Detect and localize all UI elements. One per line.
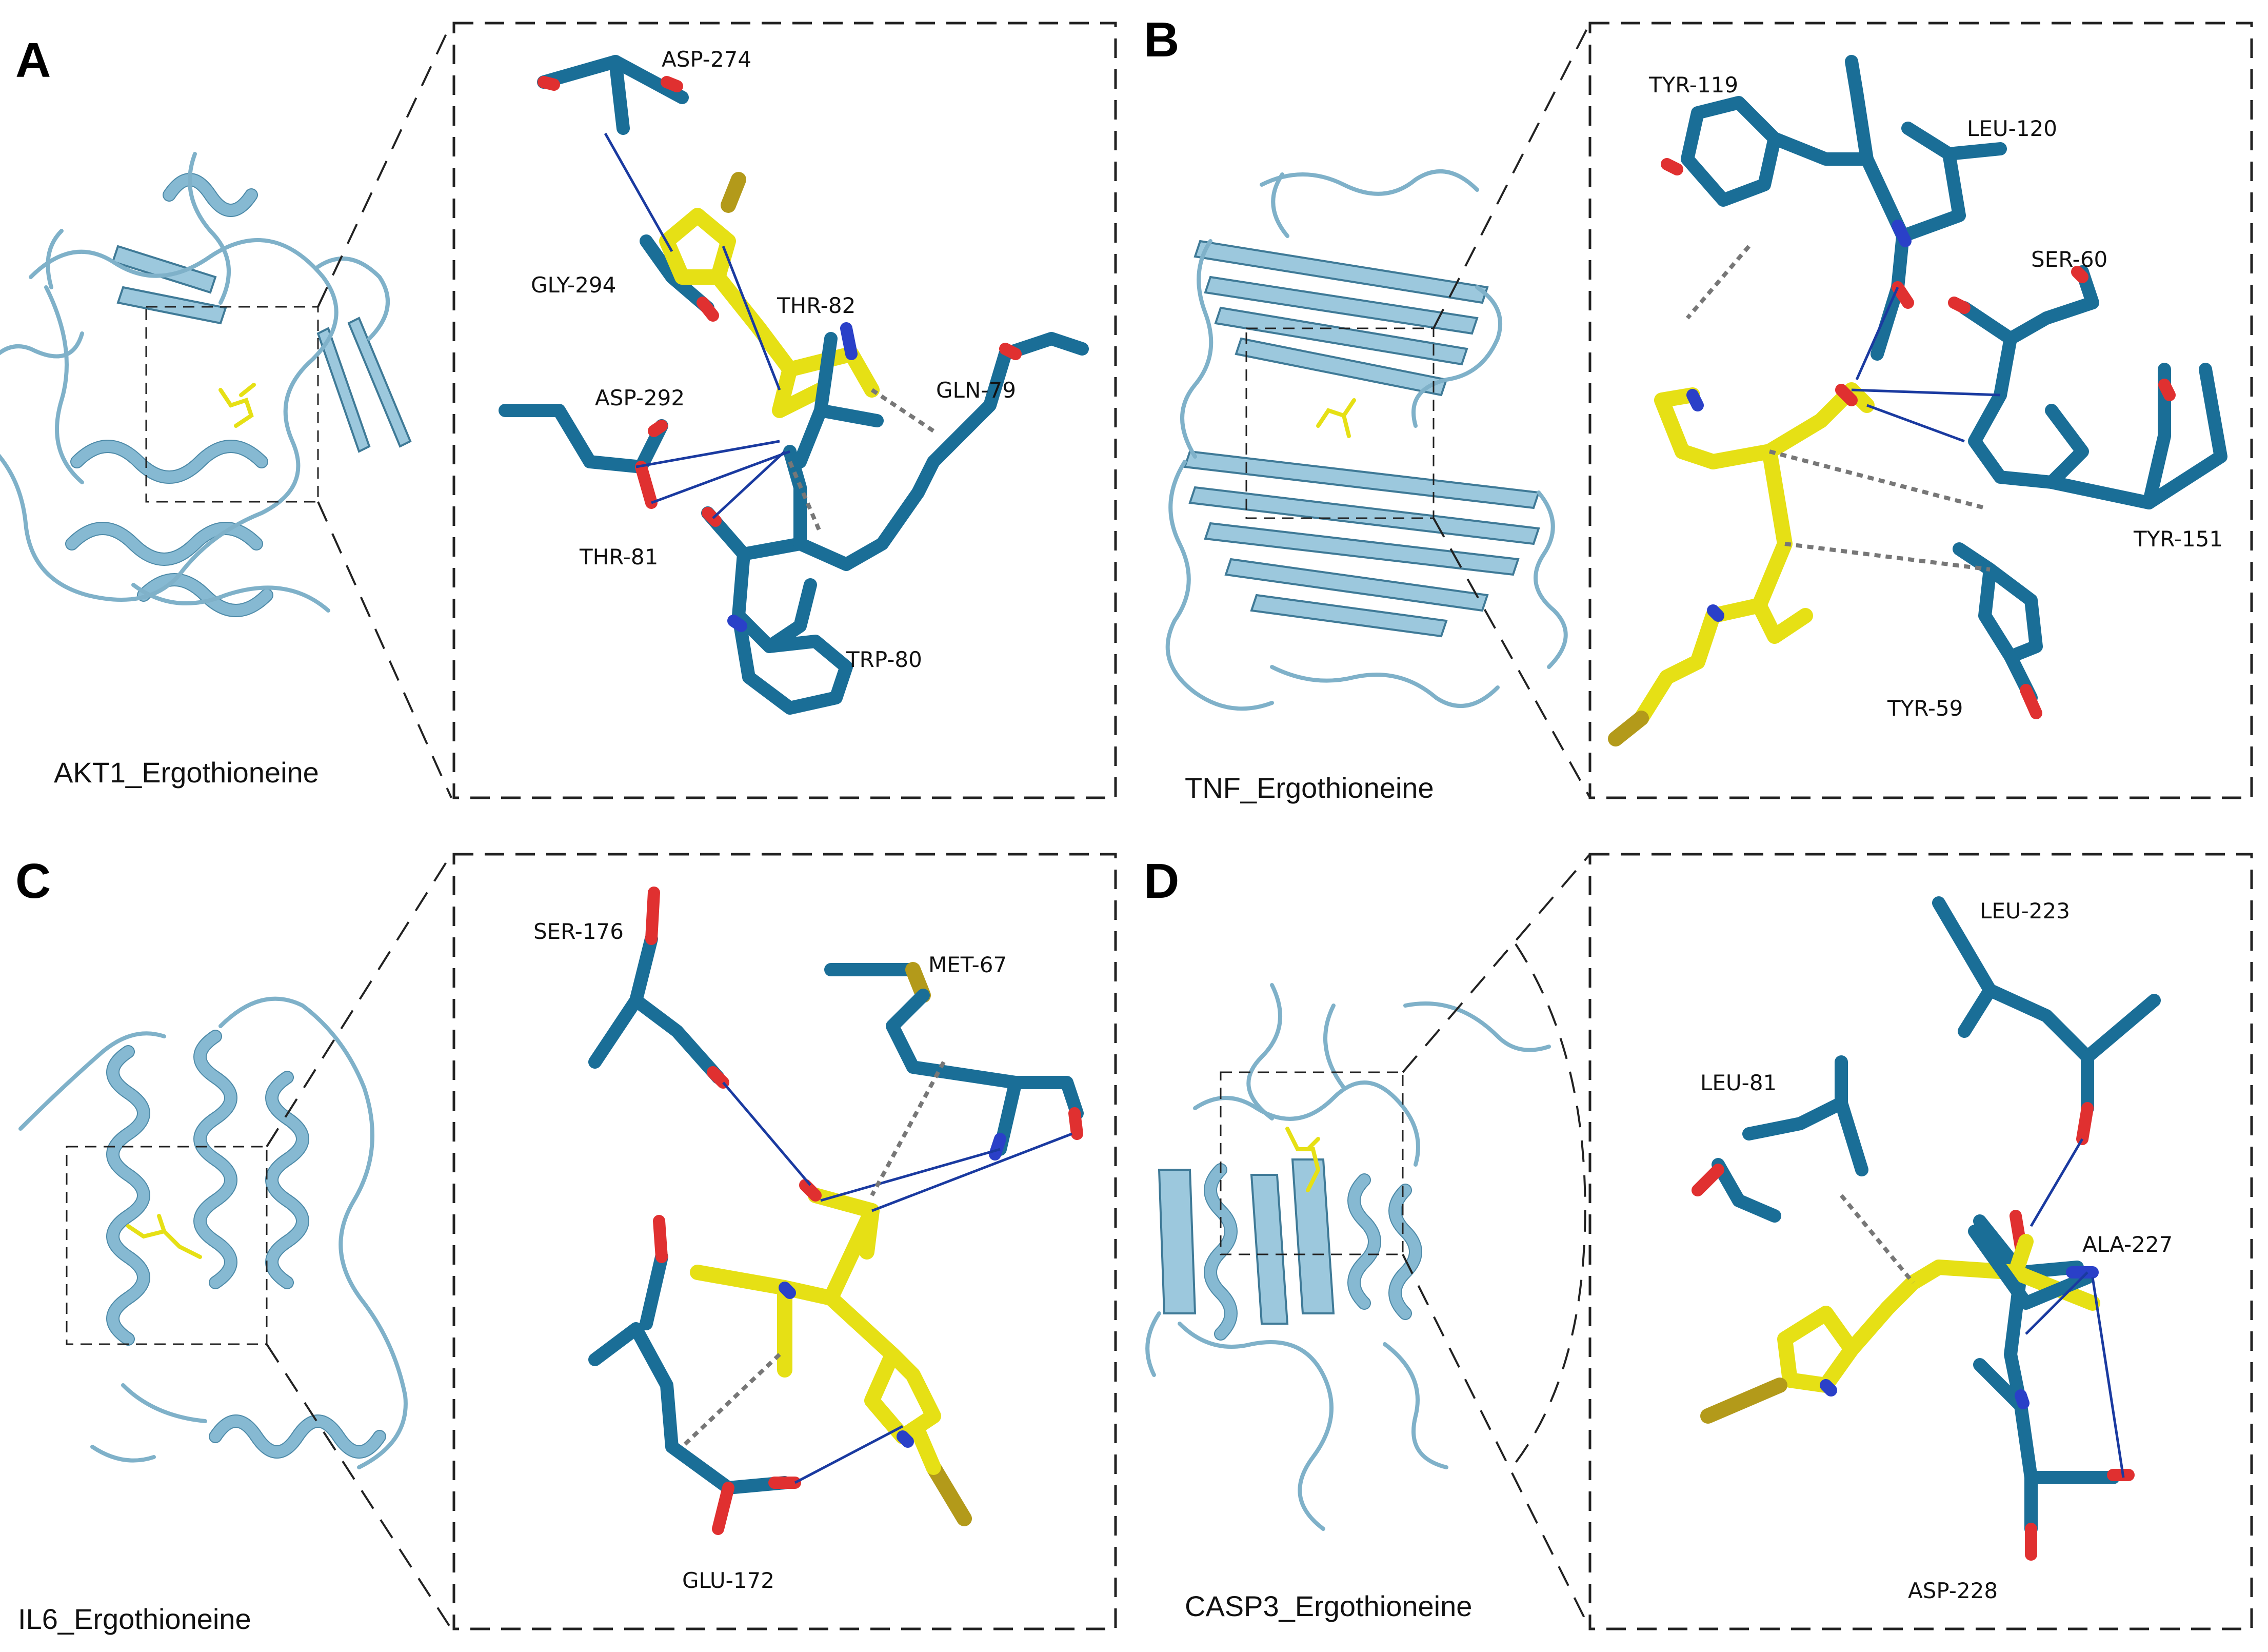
- residue-label-ser-60: SER-60: [2031, 247, 2107, 272]
- panel-c: C IL6_Ergothioneine: [15, 853, 1117, 1635]
- panel-a: A AKT1_Ergothioneine: [0, 22, 1117, 799]
- residue-label-gln-79: GLN-79: [936, 378, 1016, 403]
- residue-label-leu-120: LEU-120: [1967, 116, 2057, 141]
- zoom-box-c: [452, 853, 1117, 1630]
- zoom-box-d: [1588, 853, 2253, 1630]
- residue-label-asp-228: ASP-228: [1908, 1578, 1998, 1603]
- residue-label-met-67: MET-67: [928, 952, 1007, 977]
- residue-label-thr-82: THR-82: [777, 293, 856, 318]
- zoom-box-b: [1588, 22, 2253, 799]
- panel-letter-d: D: [1144, 854, 1179, 909]
- il6-binding-site: [588, 887, 1084, 1535]
- residue-label-thr-81: THR-81: [579, 544, 658, 569]
- akt1-protein-cartoon: [0, 152, 412, 617]
- zoom-box-a: [452, 22, 1117, 799]
- panel-caption-d: CASP3_Ergothioneine: [1185, 1590, 1472, 1622]
- akt1-binding-site: [499, 55, 1089, 715]
- tnf-protein-cartoon: [1165, 169, 1568, 711]
- panel-caption-a: AKT1_Ergothioneine: [54, 756, 319, 789]
- panel-letter-b: B: [1144, 12, 1179, 67]
- panel-caption-c: IL6_Ergothioneine: [18, 1603, 251, 1635]
- casp3-protein-cartoon: [1145, 983, 1551, 1531]
- residue-label-ala-227: ALA-227: [2082, 1232, 2173, 1257]
- panel-letter-a: A: [15, 33, 51, 88]
- residue-label-leu-223: LEU-223: [1980, 898, 2070, 923]
- residue-label-ser-176: SER-176: [533, 919, 624, 944]
- tnf-binding-site: [1608, 55, 2227, 746]
- residue-label-gly-294: GLY-294: [531, 272, 616, 298]
- panel-d: D CASP3_Ergothioneine: [1144, 853, 2253, 1630]
- residue-label-glu-172: GLU-172: [682, 1568, 774, 1593]
- residue-label-tyr-119: TYR-119: [1648, 72, 1738, 97]
- panel-b: B TNF_Ergothioneine: [1144, 12, 2253, 804]
- panel-caption-b: TNF_Ergothioneine: [1185, 772, 1434, 804]
- residue-label-trp-80: TRP-80: [846, 647, 922, 672]
- residue-label-tyr-59: TYR-59: [1887, 696, 1963, 721]
- il6-protein-cartoon: [18, 996, 408, 1469]
- residue-label-tyr-151: TYR-151: [2133, 526, 2223, 552]
- casp3-binding-site: [1692, 896, 2161, 1561]
- residue-label-leu-81: LEU-81: [1700, 1070, 1777, 1095]
- panel-letter-c: C: [15, 854, 51, 909]
- residue-label-asp-292: ASP-292: [595, 385, 685, 410]
- residue-label-asp-274: ASP-274: [662, 47, 751, 72]
